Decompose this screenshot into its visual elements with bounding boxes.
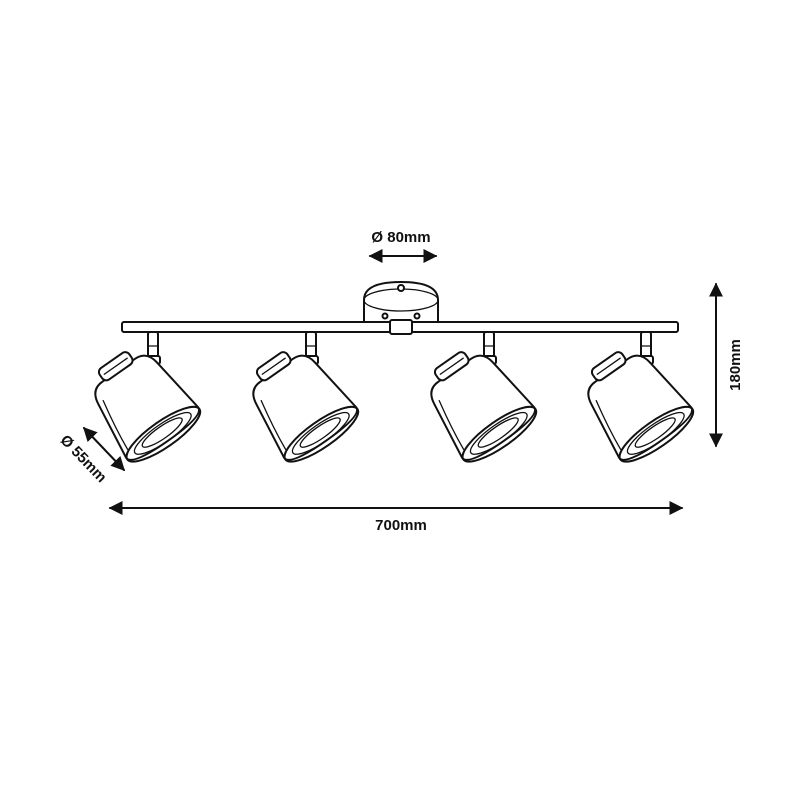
spotlight-2 bbox=[252, 331, 360, 463]
height-label: 180mm bbox=[727, 339, 744, 391]
base-diameter-label: Ø 80mm bbox=[371, 229, 430, 246]
spotlight-group bbox=[94, 331, 695, 463]
height-dimension: 180mm bbox=[709, 282, 744, 448]
spotlight-3 bbox=[430, 331, 538, 463]
mounting-bar bbox=[121, 319, 679, 335]
length-dimension: 700mm bbox=[108, 501, 684, 534]
ceiling-canopy bbox=[363, 280, 439, 323]
spotlight-1 bbox=[94, 331, 202, 463]
shade-diameter-label: Ø 55mm bbox=[57, 432, 110, 486]
length-label: 700mm bbox=[375, 517, 427, 534]
spotlight-4 bbox=[587, 331, 695, 463]
base-diameter-dimension: Ø 80mm bbox=[368, 229, 438, 263]
shade-diameter-dimension: Ø 55mm bbox=[57, 426, 125, 486]
